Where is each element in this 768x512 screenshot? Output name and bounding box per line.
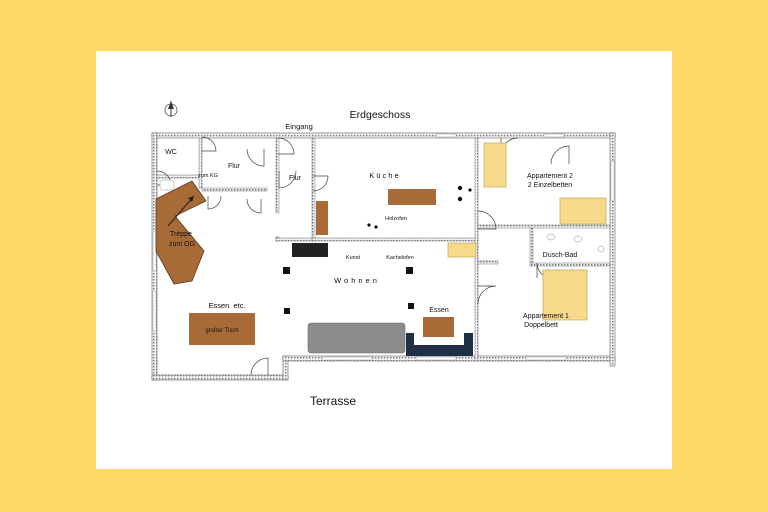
label-eingang: Eingang <box>285 122 313 131</box>
label-grosser-tisch: großer Tisch <box>205 328 238 334</box>
corner-sofa <box>406 333 473 356</box>
kitchen-counter <box>316 201 328 235</box>
label-essen-etc: Essen etc. <box>208 301 245 310</box>
inner-walls <box>156 137 611 362</box>
label-doppelbett: Doppelbett <box>524 322 558 329</box>
label-zum-kg: zum KG <box>198 173 218 179</box>
bathroom-fixtures <box>159 179 605 253</box>
tv-unit <box>292 243 328 257</box>
label-wc: WC <box>165 149 177 156</box>
label-essen: Essen <box>429 307 449 314</box>
label-holzofen: Holzofen <box>385 216 407 222</box>
beds <box>447 142 607 321</box>
floor-title: Erdgeschoss <box>350 109 411 121</box>
kitchen-island <box>388 189 436 205</box>
label-dusch-bad: Dusch-Bad <box>543 252 578 259</box>
label-kachelofen: Kachelofen <box>386 255 414 261</box>
windows <box>152 133 615 361</box>
floor-plan-sheet: Erdgeschoss <box>96 51 672 469</box>
large-table <box>189 313 255 345</box>
label-wohnen: Wohnen <box>334 276 380 285</box>
label-zum-og: zum OG <box>169 241 195 248</box>
label-flur-left: Flur <box>228 163 241 170</box>
label-appartement-2: Appartement 2 <box>527 173 573 180</box>
north-arrow-icon <box>164 101 178 117</box>
label-kueche: Küche <box>369 171 400 180</box>
label-treppe: Treppe <box>170 231 192 238</box>
label-kunst: Kunst <box>346 255 361 261</box>
columns <box>283 267 414 314</box>
dining-table <box>423 317 454 337</box>
terrace-label: Terrasse <box>310 394 356 408</box>
label-einzelbetten: 2 Einzelbetten <box>528 182 572 189</box>
label-flur-mid: Flur <box>289 175 302 182</box>
floor-plan: Erdgeschoss <box>151 101 616 408</box>
staircase <box>155 180 207 285</box>
living-sofa <box>307 322 406 354</box>
cooktop <box>367 185 472 229</box>
label-appartement-1: Appartement 1 <box>523 313 569 320</box>
